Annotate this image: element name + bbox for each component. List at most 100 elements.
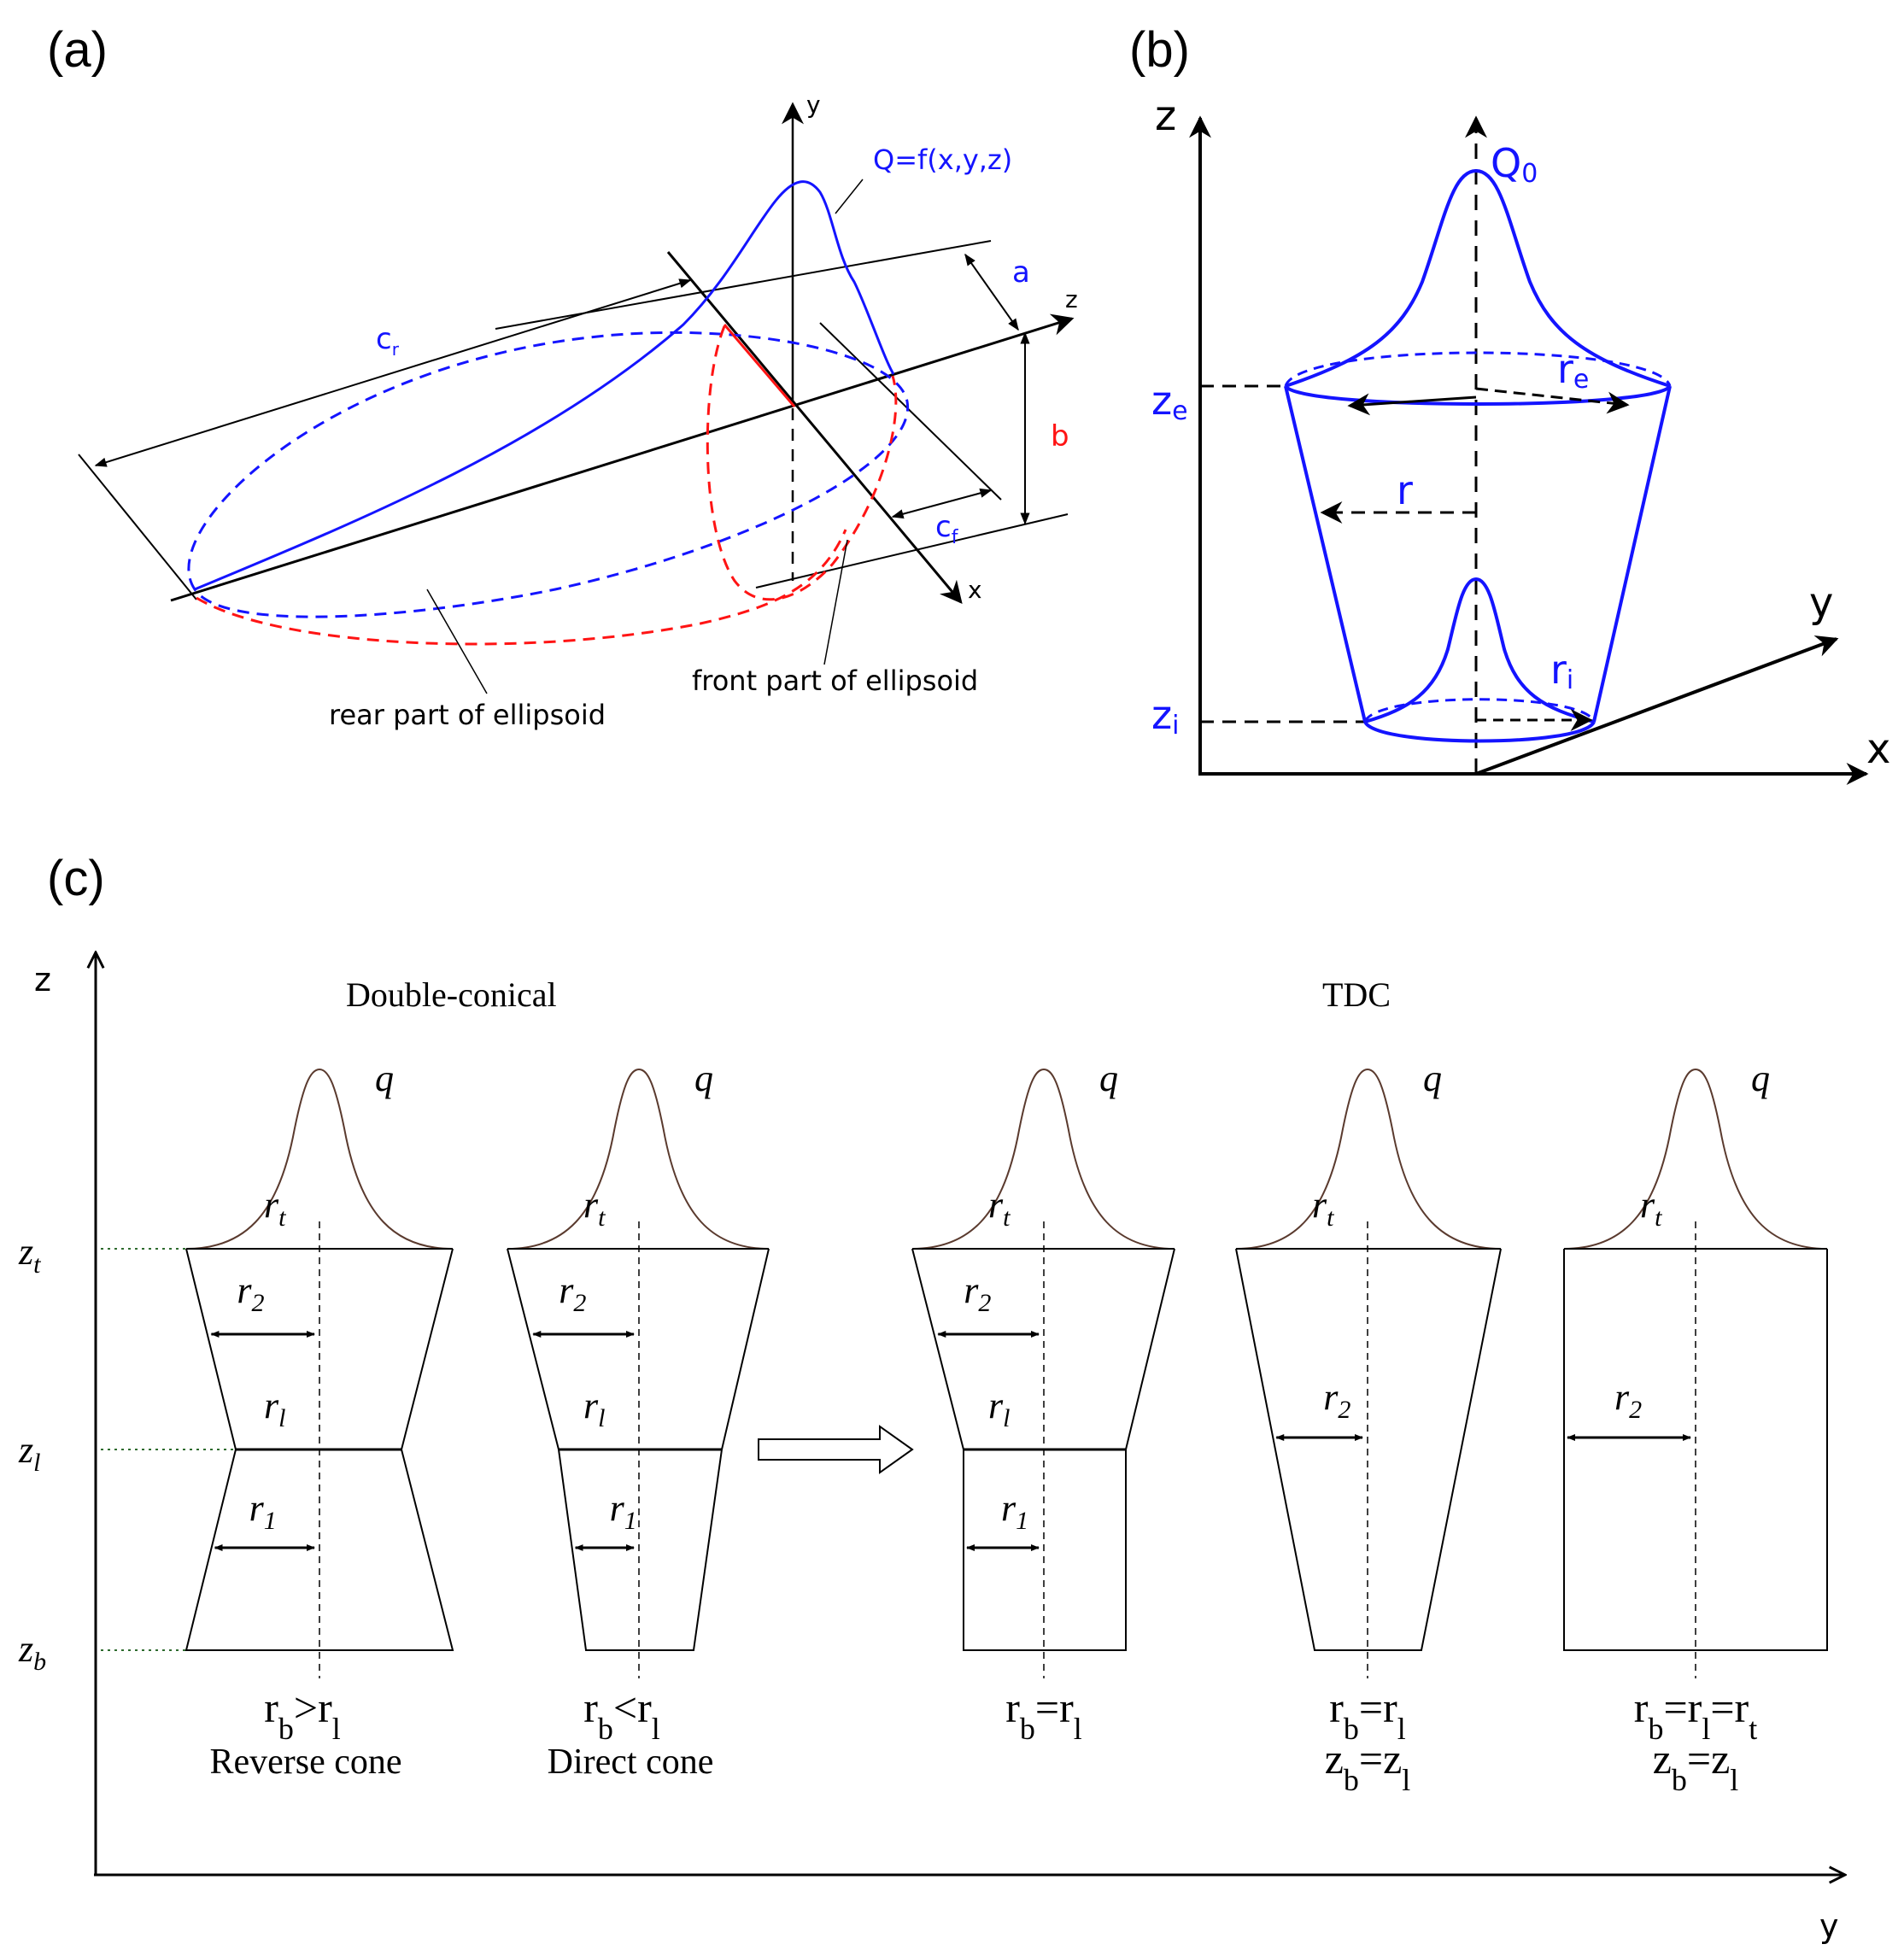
r2-label-main: r: [1323, 1376, 1339, 1418]
transition-arrow: [758, 1425, 914, 1474]
shape-outline: [1235, 1248, 1502, 1651]
r2-label-sub: 2: [573, 1289, 586, 1317]
condition-line-1-subscript: b: [1648, 1712, 1663, 1746]
condition-line-1-op: =: [1710, 1684, 1734, 1731]
dim-a-label: a: [1012, 255, 1030, 290]
gaussian-curve: [1563, 1068, 1828, 1250]
zb-sub: b: [33, 1648, 46, 1676]
condition-line-2-op: =: [1359, 1735, 1383, 1783]
group-title-tdc: TDC: [1322, 975, 1391, 1014]
rt-label-sub: t: [278, 1203, 286, 1232]
rl-label-sub: l: [1003, 1404, 1010, 1432]
cr-dimension-arrow: [94, 278, 692, 467]
zi-label: zi: [1151, 692, 1180, 741]
panel-c: (c) z y Double-conical TDC zt zl zb qrtr…: [18, 851, 1845, 1945]
rl-label: rl: [264, 1385, 285, 1432]
condition-line-2-subscript: l: [1730, 1763, 1738, 1797]
rt-label-main: r: [1312, 1184, 1327, 1226]
condition-line-2-var: z: [1383, 1735, 1402, 1783]
cone-right-side: [1592, 385, 1672, 723]
condition-line-1-subscript: l: [1702, 1712, 1710, 1746]
condition-line-1-var: r: [1688, 1684, 1702, 1731]
rt-label-sub: t: [598, 1203, 606, 1232]
condition-line-2: zb=zl: [1325, 1735, 1411, 1797]
condition-line-2-subscript: l: [1402, 1763, 1410, 1797]
condition-line-2-subscript: b: [1344, 1763, 1359, 1797]
z-axis: [170, 313, 1075, 602]
r2-label-sub: 2: [1338, 1396, 1350, 1424]
condition-line-1-op: <: [613, 1684, 637, 1731]
condition-line-1-subscript: b: [598, 1712, 613, 1746]
r2-label-sub: 2: [978, 1289, 991, 1317]
front-leader-line: [823, 539, 848, 665]
condition-line-1-op: =: [1035, 1684, 1059, 1731]
gaussian-curve: [911, 1068, 1175, 1250]
b-y-axis: [1475, 635, 1839, 776]
dim-b-label: b: [1051, 419, 1069, 454]
a-dimension-arrow: [964, 253, 1019, 331]
condition-line-1-var: r: [637, 1684, 652, 1731]
zl-label: zl: [18, 1429, 40, 1477]
cone-left-side: [1284, 385, 1367, 723]
rt-label: rt: [988, 1184, 1011, 1232]
ze-main: z: [1151, 378, 1172, 424]
bottom-ellipse-back: [1363, 698, 1596, 723]
condition-line-1-var: r: [1383, 1684, 1397, 1731]
ri-label: ri: [1550, 647, 1573, 695]
q-label: q: [1099, 1057, 1118, 1099]
q-label: q: [1751, 1057, 1770, 1099]
q-label: q: [1423, 1057, 1442, 1099]
condition-line-2: Direct cone: [548, 1742, 714, 1782]
q-label: q: [694, 1057, 713, 1099]
condition-line-1-op: =: [1359, 1684, 1383, 1731]
condition-line-1-var: r: [1329, 1684, 1344, 1731]
re-arrow-left: [1347, 393, 1477, 416]
bottom-gaussian: [1364, 577, 1595, 723]
top-ellipse-front: [1284, 384, 1672, 406]
r2-label: r2: [559, 1269, 586, 1317]
dim-cr-label: cr: [376, 322, 400, 360]
ellipse-horizontal-section: [187, 331, 910, 618]
r1-label-sub: 1: [1016, 1507, 1028, 1535]
condition-line-1-op: =: [1663, 1684, 1687, 1731]
ri-sub: i: [1567, 665, 1573, 695]
r2-label-main: r: [559, 1269, 574, 1311]
condition-line-1-var: r: [318, 1684, 332, 1731]
condition-line-2: Reverse cone: [209, 1742, 401, 1782]
zb-main: z: [18, 1628, 33, 1670]
condition-line-1-subscript: b: [278, 1712, 294, 1746]
group-title-double-conical: Double-conical: [346, 975, 557, 1014]
zi-main: z: [1151, 692, 1172, 738]
condition-line-2-var: z: [1653, 1735, 1672, 1783]
gaussian-curve: [507, 1068, 770, 1250]
panel-c-label: (c): [47, 851, 105, 906]
re-label: re: [1557, 346, 1589, 395]
r2-label-main: r: [964, 1269, 979, 1311]
re-arrow-right: [1475, 387, 1630, 414]
q0-sub: 0: [1521, 159, 1538, 189]
dim-cf-sub: f: [952, 527, 959, 548]
rl-label-sub: l: [598, 1404, 605, 1432]
rt-label: rt: [583, 1184, 606, 1232]
condition-line-1-subscript: l: [332, 1712, 341, 1746]
condition-line-1-var: r: [1634, 1684, 1649, 1731]
r2-label-sub: 2: [1629, 1396, 1642, 1424]
b-y-axis-label: y: [1809, 579, 1833, 627]
shape-outline: [1563, 1249, 1828, 1651]
zb-label: zb: [18, 1628, 46, 1676]
re-sub: e: [1573, 365, 1589, 395]
rt-label-sub: t: [1655, 1203, 1662, 1232]
r2-label-main: r: [237, 1269, 252, 1311]
condition-line-1-var: r: [1005, 1684, 1020, 1731]
rl-label-main: r: [264, 1385, 279, 1426]
condition-line-1-subscript: l: [652, 1712, 660, 1746]
dim-cf-label: cf: [935, 510, 959, 548]
rear-leader-line: [426, 589, 488, 694]
condition-line-1: rb=rl: [1329, 1684, 1406, 1746]
q0-main: Q: [1491, 140, 1521, 186]
